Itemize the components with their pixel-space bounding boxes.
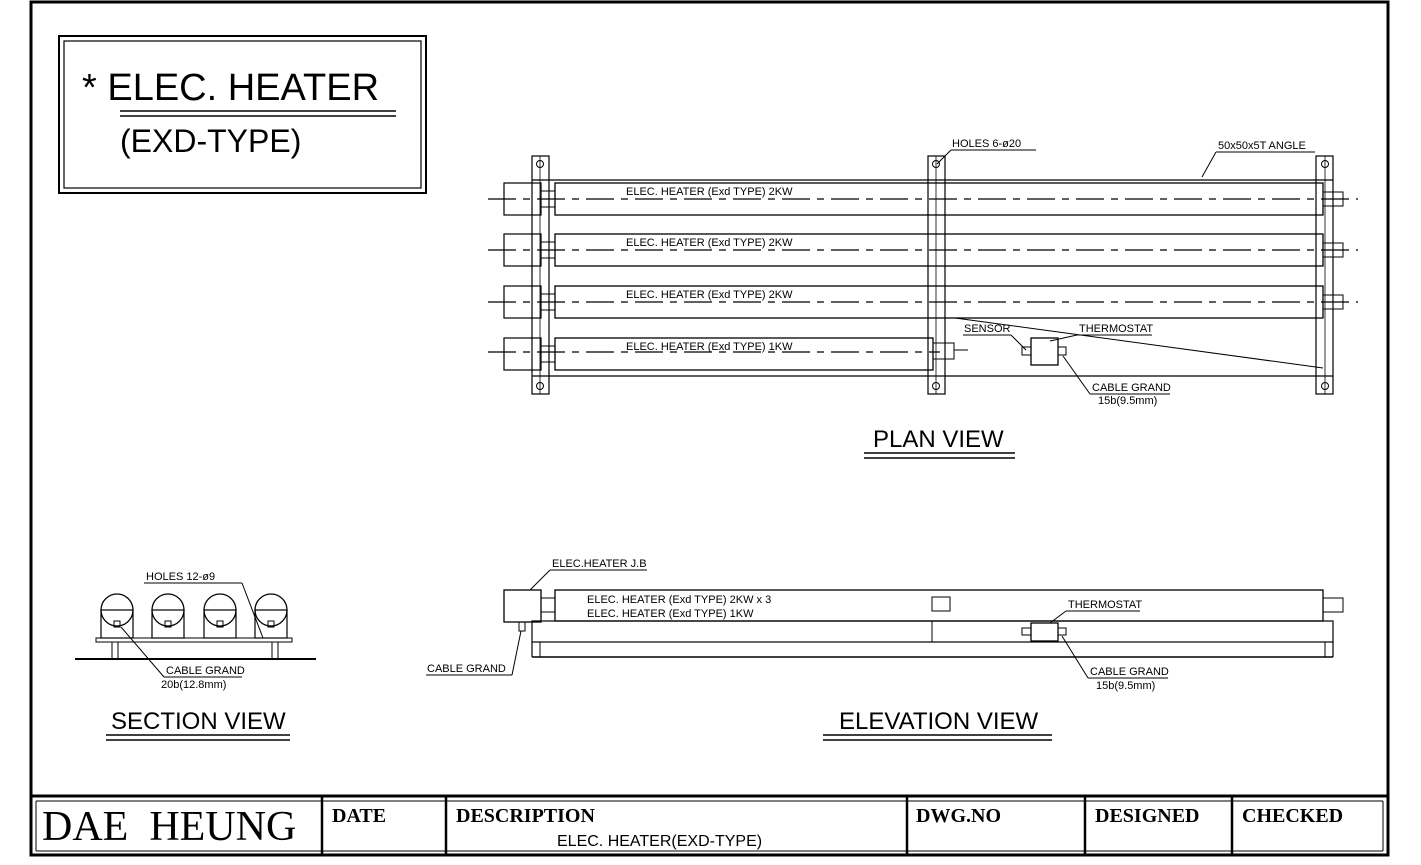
title-line-2: (EXD-TYPE) [120,123,301,159]
plan-thermostat [1030,337,1059,366]
designed-label: DESIGNED [1095,805,1199,827]
section-heater [151,593,185,639]
plan-sensor-label: SENSOR [964,323,1011,335]
elevation-heater-label-1: ELEC. HEATER (Exd TYPE) 2KW x 3 [587,594,771,606]
plan-cable-label-1: CABLE GRAND [1092,382,1171,394]
heater-row-1 [488,182,1358,216]
sheet-border [29,0,1390,857]
plan-hole [536,160,544,168]
heater-row-2 [488,233,1358,267]
elevation-view: ELEC. HEATER (Exd TYPE) 2KW x 3 ELEC. HE… [426,558,1344,741]
plan-holes-label: HOLES 6-ø20 [952,138,1021,150]
dwg-no-label: DWG.NO [916,805,1001,827]
elevation-jb-label: ELEC.HEATER J.B [552,558,647,570]
plan-hole [536,382,544,390]
plan-hole [932,160,940,168]
section-view-title: SECTION VIEW [111,708,286,735]
company-name: DAE HEUNG [42,804,296,850]
elevation-cable-label-1: CABLE GRAND [1090,666,1169,678]
title-block: DAE HEUNG DATE DESCRIPTION ELEC. HEATER(… [31,794,1388,855]
heater-row-4 [488,337,968,371]
section-cable-label-1: CABLE GRAND [166,665,245,677]
section-heater [254,593,288,639]
plan-heater-label: ELEC. HEATER (Exd TYPE) 2KW [626,289,793,301]
section-heater [100,593,134,639]
elevation-heater-label-2: ELEC. HEATER (Exd TYPE) 1KW [587,608,754,620]
elevation-view-title: ELEVATION VIEW [839,708,1038,735]
plan-thermostat-label: THERMOSTAT [1079,323,1153,335]
elevation-cable-label-left: CABLE GRAND [427,663,506,675]
checked-label: CHECKED [1242,805,1343,827]
plan-angle-label: 50x50x5T ANGLE [1218,140,1306,152]
elevation-thermostat-label: THERMOSTAT [1068,599,1142,611]
plan-view: ELEC. HEATER (Exd TYPE) 2KW ELEC. HEATER… [488,138,1358,459]
section-cable-label-2: 20b(12.8mm) [161,679,226,691]
description-value: ELEC. HEATER(EXD-TYPE) [557,833,762,850]
plan-heater-label: ELEC. HEATER (Exd TYPE) 2KW [626,237,793,249]
title-box: * ELEC. HEATER (EXD-TYPE) [58,35,427,194]
plan-cable-label-2: 15b(9.5mm) [1098,395,1157,407]
plan-hole [932,382,940,390]
elevation-junction-box [503,589,542,623]
section-heater [203,593,237,639]
section-holes-label: HOLES 12-ø9 [146,571,215,583]
plan-hole [1321,160,1329,168]
description-label: DESCRIPTION [456,805,595,827]
section-view: HOLES 12-ø9 CABLE GRAND 20b(12.8mm) SECT… [75,571,316,741]
plan-view-title: PLAN VIEW [873,426,1004,453]
date-label: DATE [332,805,386,827]
heater-row-3 [488,285,1358,319]
elevation-thermostat [1030,622,1059,642]
elevation-cable-label-2: 15b(9.5mm) [1096,680,1155,692]
plan-heater-label: ELEC. HEATER (Exd TYPE) 2KW [626,186,793,198]
title-line-1: * ELEC. HEATER [82,67,379,109]
plan-heater-label: ELEC. HEATER (Exd TYPE) 1KW [626,341,793,353]
plan-hole [1321,382,1329,390]
